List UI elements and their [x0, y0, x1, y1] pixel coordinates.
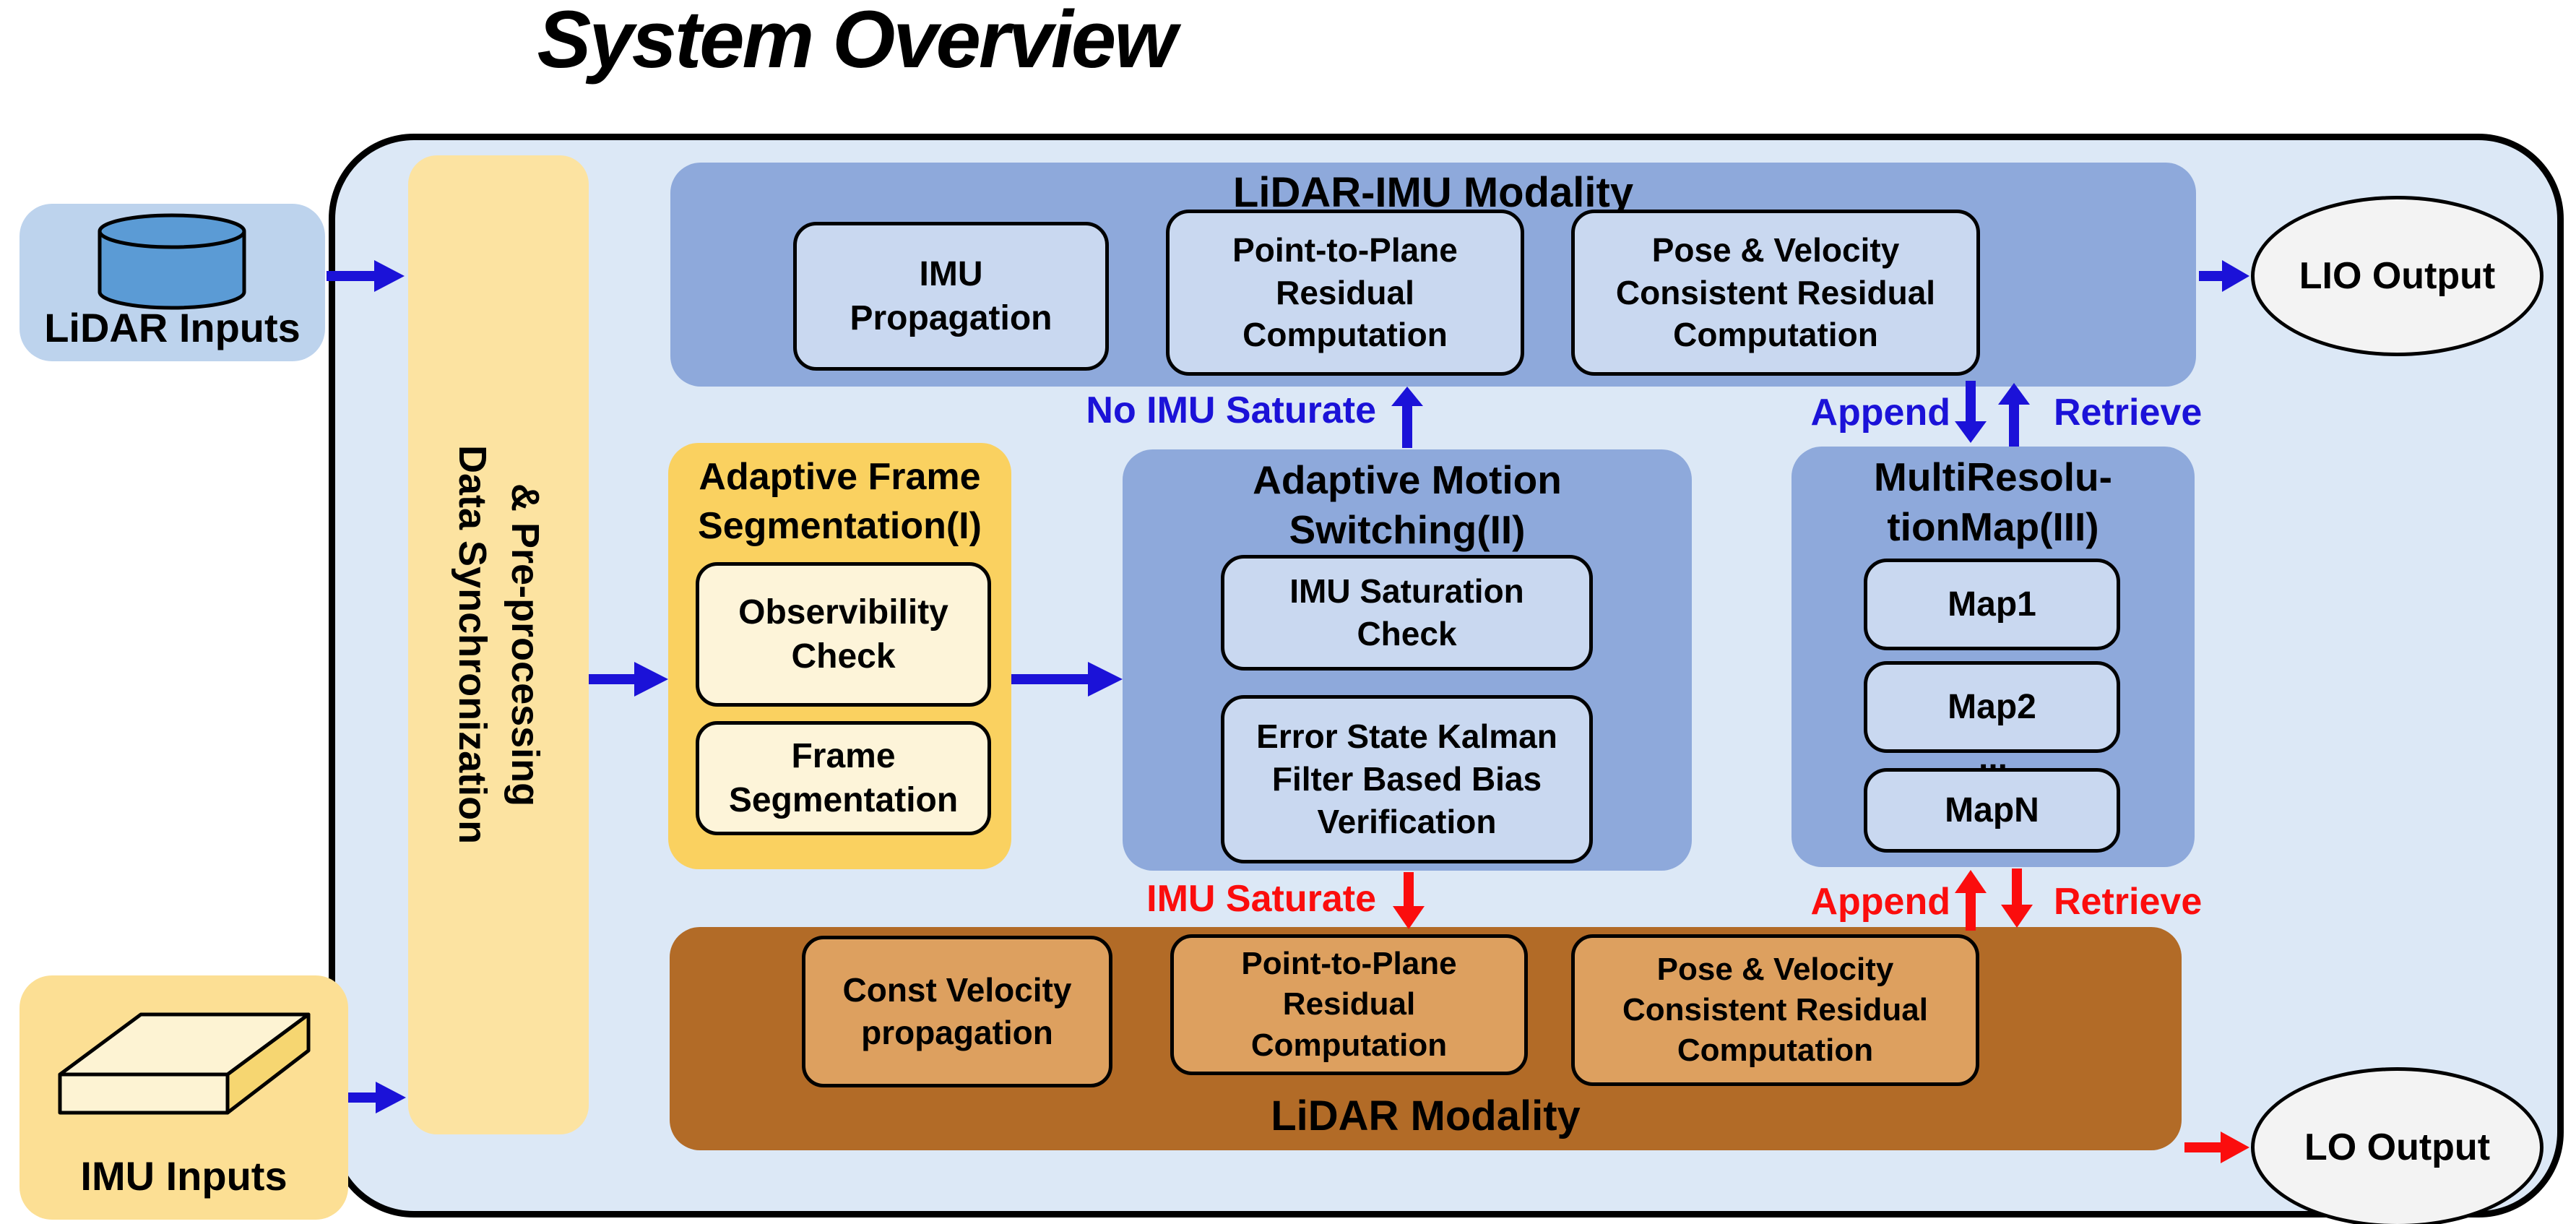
- lidar-inputs-label: LiDAR Inputs: [44, 305, 301, 350]
- mapn-box: MapN: [1864, 768, 2120, 853]
- lidar-cylinder-icon: [96, 211, 248, 316]
- lidar-imu-modality-box: LiDAR-IMU Modality IMU Propagation Point…: [670, 163, 2196, 387]
- data-sync-preprocessing-label: Data Synchronization & Pre-processing: [451, 445, 547, 845]
- observability-check-box: Observibility Check: [696, 562, 991, 707]
- append-bottom-label: Append: [1810, 881, 1950, 923]
- map2-box: Map2: [1864, 661, 2120, 753]
- lio-output-ellipse: LIO Output: [2251, 196, 2543, 356]
- imu-saturate-label: IMU Saturate: [1146, 878, 1376, 920]
- append-top-label: Append: [1810, 392, 1950, 434]
- adaptive-motion-switching-title: Adaptive Motion Switching(II): [1253, 457, 1562, 552]
- page-title: System Overview: [537, 0, 1177, 85]
- multi-resolution-map-box: MultiResolu- tionMap(III) Map1 Map2 ... …: [1791, 447, 2195, 867]
- retrieve-bottom-label: Retrieve: [2054, 881, 2203, 923]
- imu-saturation-check-box: IMU Saturation Check: [1221, 555, 1593, 671]
- imu-inputs-label: IMU Inputs: [80, 1153, 288, 1199]
- lo-output-label: LO Output: [2304, 1126, 2491, 1168]
- lidar-imu-modality-title: LiDAR-IMU Modality: [1232, 169, 1634, 216]
- no-imu-saturate-label: No IMU Saturate: [1086, 389, 1376, 431]
- adaptive-frame-segmentation-box: Adaptive Frame Segmentation(I) Observibi…: [668, 443, 1011, 869]
- imu-inputs-box: IMU Inputs: [20, 975, 348, 1220]
- multi-resolution-map-title: MultiResolu- tionMap(III): [1874, 454, 2112, 549]
- lidar-modality-title: LiDAR Modality: [1271, 1092, 1581, 1139]
- lo-output-ellipse: LO Output: [2251, 1067, 2543, 1224]
- data-sync-preprocessing-bar: Data Synchronization & Pre-processing: [408, 155, 589, 1134]
- pose-velocity-residual-box: Pose & Velocity Consistent Residual Comp…: [1571, 210, 1980, 376]
- point-to-plane-residual-box: Point-to-Plane Residual Computation: [1166, 210, 1524, 376]
- adaptive-motion-switching-box: Adaptive Motion Switching(II) IMU Satura…: [1123, 449, 1692, 871]
- retrieve-top-label: Retrieve: [2054, 392, 2203, 434]
- lidar-modality-box: LiDAR Modality Const Velocity propagatio…: [670, 927, 2182, 1150]
- eskf-bias-verification-box: Error State Kalman Filter Based Bias Ver…: [1221, 695, 1593, 863]
- pose-velocity-residual-box-lidar: Pose & Velocity Consistent Residual Comp…: [1571, 934, 1979, 1086]
- imu-propagation-box: IMU Propagation: [793, 222, 1109, 371]
- adaptive-frame-segmentation-title: Adaptive Frame Segmentation(I): [698, 456, 982, 547]
- frame-segmentation-box: Frame Segmentation: [696, 721, 991, 835]
- lidar-inputs-box: LiDAR Inputs: [20, 204, 325, 361]
- imu-slab-icon: [54, 1006, 314, 1125]
- map1-box: Map1: [1864, 559, 2120, 650]
- lio-output-label: LIO Output: [2299, 255, 2496, 297]
- point-to-plane-residual-box-lidar: Point-to-Plane Residual Computation: [1170, 934, 1528, 1075]
- const-velocity-propagation-box: Const Velocity propagation: [802, 936, 1112, 1087]
